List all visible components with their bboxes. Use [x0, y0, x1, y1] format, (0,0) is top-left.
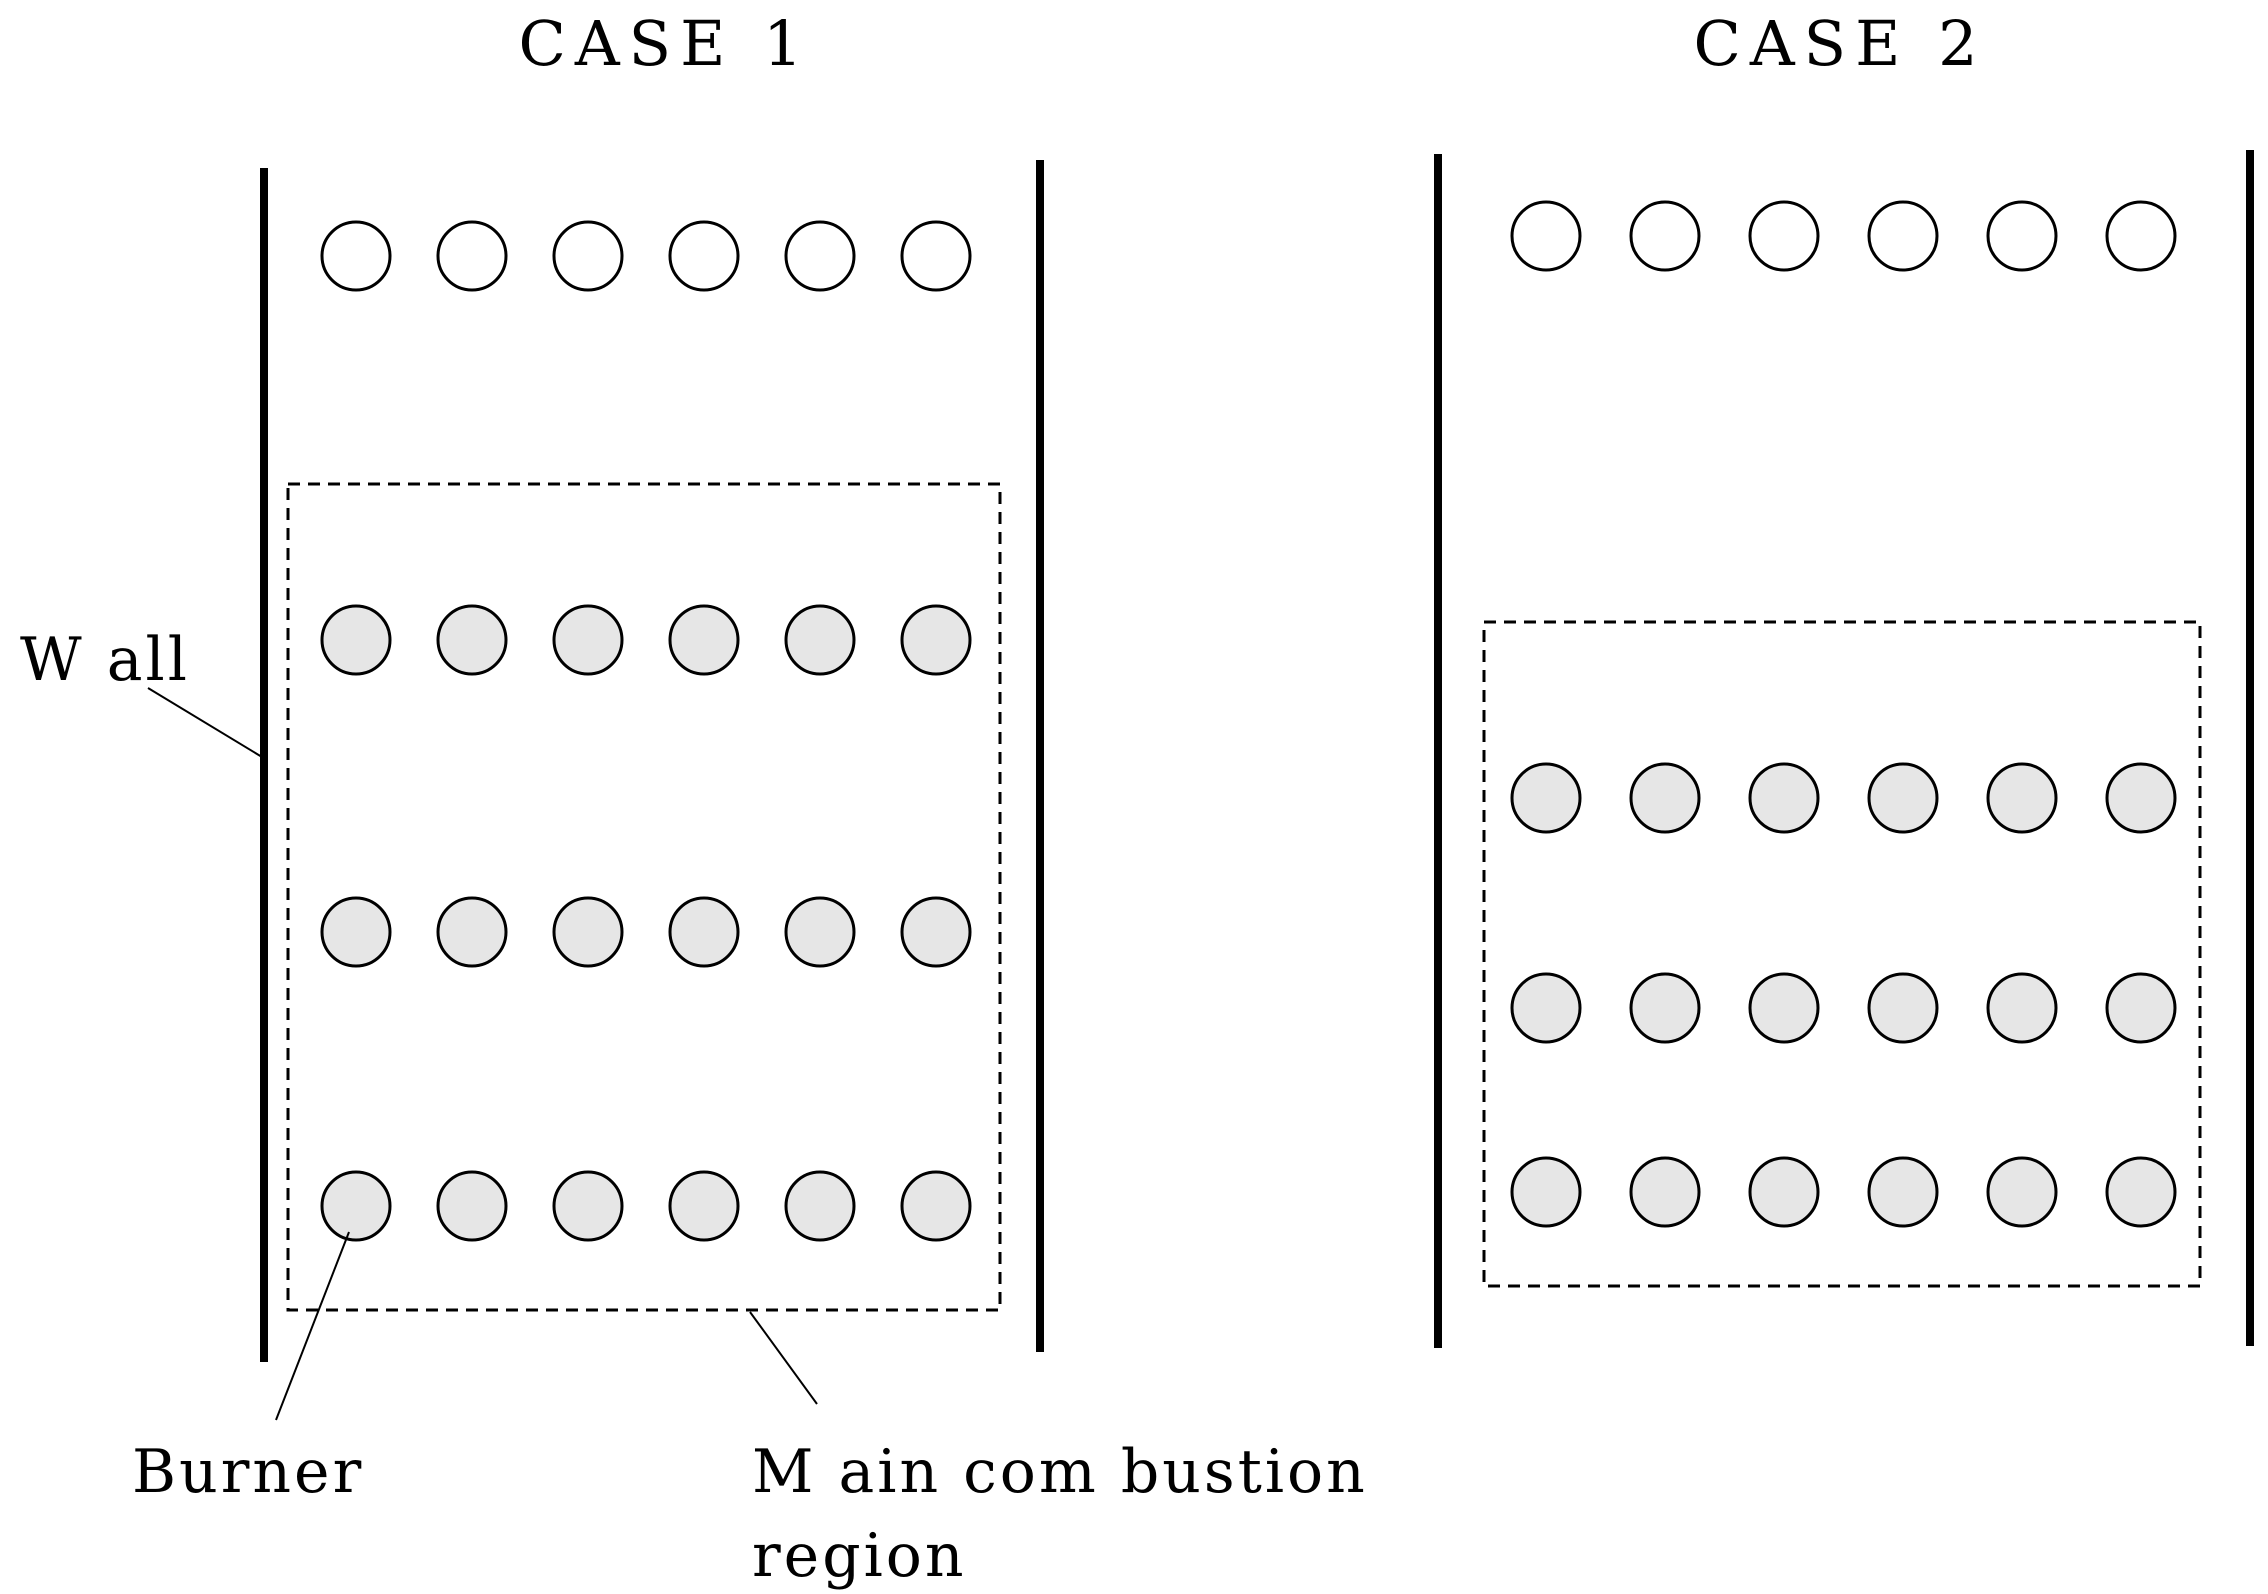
active-burner: [1748, 972, 1820, 1044]
case-2-main-combustion-region: [1482, 620, 2202, 1288]
active-burner: [1629, 762, 1701, 834]
active-burner: [900, 896, 972, 968]
inactive-burner: [1748, 200, 1820, 272]
active-burner: [1629, 1156, 1701, 1228]
inactive-burner: [2105, 200, 2177, 272]
region-leader-line: [749, 1311, 818, 1405]
inactive-burner: [668, 220, 740, 292]
active-burner: [1867, 1156, 1939, 1228]
case-2-burners: [1510, 200, 2177, 1228]
inactive-burner: [1510, 200, 1582, 272]
active-burner: [552, 896, 624, 968]
wall-leader-line: [147, 687, 263, 758]
active-burner: [1510, 1156, 1582, 1228]
active-burner: [320, 604, 392, 676]
active-burner: [1986, 1156, 2058, 1228]
case-2-title: CASE 2: [1693, 7, 1986, 80]
case-1-panel: CASE 1: [260, 7, 1044, 1362]
active-burner: [320, 896, 392, 968]
active-burner: [2105, 972, 2177, 1044]
active-burner: [552, 1170, 624, 1242]
active-burner: [1510, 762, 1582, 834]
wall-label: W all: [20, 625, 190, 695]
case-1-title: CASE 1: [518, 7, 811, 80]
region-label-line-1: M ain com bustion: [752, 1437, 1368, 1507]
case-1-main-combustion-region: [286, 482, 1002, 1312]
active-burner: [436, 1170, 508, 1242]
inactive-burner: [784, 220, 856, 292]
inactive-burner: [320, 220, 392, 292]
active-burner: [2105, 762, 2177, 834]
inactive-burner: [552, 220, 624, 292]
active-burner: [1748, 1156, 1820, 1228]
active-burner: [1867, 972, 1939, 1044]
active-burner: [2105, 1156, 2177, 1228]
active-burner: [1867, 762, 1939, 834]
inactive-burner: [1986, 200, 2058, 272]
active-burner: [784, 604, 856, 676]
active-burner: [1629, 972, 1701, 1044]
callouts: W all Burner M ain com bustion region: [20, 625, 1368, 1591]
case-1-burners: [320, 220, 972, 1242]
inactive-burner: [900, 220, 972, 292]
active-burner: [900, 604, 972, 676]
inactive-burner: [1629, 200, 1701, 272]
inactive-burner: [436, 220, 508, 292]
burner-label: Burner: [132, 1437, 364, 1507]
active-burner: [1510, 972, 1582, 1044]
active-burner: [436, 896, 508, 968]
active-burner: [436, 604, 508, 676]
active-burner: [320, 1170, 392, 1242]
inactive-burner: [1867, 200, 1939, 272]
case-2-panel: CASE 2: [1434, 7, 2254, 1348]
active-burner: [1986, 762, 2058, 834]
active-burner: [1986, 972, 2058, 1044]
active-burner: [668, 604, 740, 676]
active-burner: [784, 1170, 856, 1242]
region-label-line-2: region: [752, 1521, 967, 1591]
active-burner: [668, 1170, 740, 1242]
active-burner: [552, 604, 624, 676]
active-burner: [1748, 762, 1820, 834]
burner-leader-line: [275, 1231, 350, 1421]
active-burner: [900, 1170, 972, 1242]
active-burner: [784, 896, 856, 968]
active-burner: [668, 896, 740, 968]
